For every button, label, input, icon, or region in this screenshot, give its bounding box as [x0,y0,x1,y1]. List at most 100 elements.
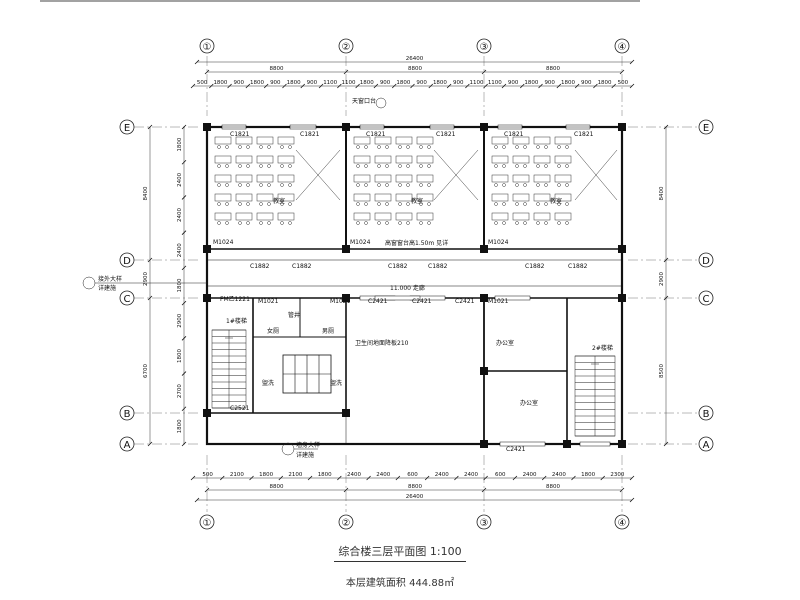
dim-left-inner-tick-0 [181,124,187,130]
chair-r2-4-3a [557,221,561,225]
dim-bottom-chain-label-14: 2300 [610,472,624,478]
dim-top-chain-label-13: 1800 [433,80,447,86]
dim-top-chain-label-6: 900 [307,80,318,86]
opening-c1882-a: C1882 [250,263,270,270]
dim-left-inner-label-4: 1800 [177,278,183,292]
chair-r2-1-2b [544,164,548,168]
desk-r0-1-1 [235,155,253,164]
dim-top-chain-tick-12 [410,83,415,89]
chair-r2-3-3a [557,202,561,206]
desk-r0-4-1 [235,212,253,221]
desk-r1-2-3 [416,174,434,183]
chair-r2-3-0b [502,202,506,206]
chair-r2-4-3b [565,221,569,225]
chair-r2-4-0a [494,221,498,225]
grid-label-v3-top: ③ [480,42,489,53]
dim-bottom-bays-label-2: 8800 [546,484,560,490]
chair-r1-3-3b [427,202,431,206]
chair-r0-2-1b [246,183,250,187]
chair-r0-1-2b [267,164,271,168]
chair-r2-1-2a [536,164,540,168]
room-men: 男厕 [322,328,334,335]
chair-r1-4-1b [385,221,389,225]
dim-top-chain-label-9: 1800 [360,80,374,86]
dim-bottom-chain-tick-8 [424,475,430,481]
opening-c2421-a: C2421 [368,298,388,305]
desk-r2-3-0 [491,193,509,202]
chair-r2-2-3b [565,183,569,187]
column-13 [342,409,350,417]
column-4 [203,245,211,253]
dim-bottom-chain-label-12: 2400 [552,472,566,478]
chair-r2-2-3a [557,183,561,187]
dim-left-inner-label-0: 1800 [177,137,183,151]
desk-r1-2-1 [374,174,392,183]
desk-r0-0-2 [256,136,274,145]
room-classroom-1: 教室 [273,197,285,205]
desk-r1-3-0 [353,193,371,202]
dim-bottom-bays-tick-3 [619,487,625,493]
grid-bubble-v4-bottom [614,514,630,530]
chair-r2-1-3a [557,164,561,168]
dim-top-chain-label-5: 1800 [287,80,301,86]
chair-r2-4-0b [502,221,506,225]
dim-top-chain-tick-16 [483,83,488,89]
chair-r0-3-2b [267,202,271,206]
window-bottom-1 [579,441,611,447]
dim-top-chain-label-14: 900 [453,80,464,86]
dim-top-chain-tick-2 [227,83,232,89]
chair-r0-3-1a [238,202,242,206]
desk-r2-0-1 [512,136,530,145]
dim-top-chain-tick-3 [245,83,251,89]
chair-r0-1-0b [225,164,229,168]
grid-bubble-D-right [698,252,714,268]
dim-bottom-chain-tick-6 [366,475,371,481]
opening-c2421-b: C2421 [412,298,432,305]
dim-top-chain-label-12: 900 [416,80,427,86]
chair-r2-1-3b [565,164,569,168]
dim-left-main-tick-2 [147,295,153,301]
dim-top-chain-tick-0 [190,83,196,89]
dim-top-chain-label-18: 1800 [524,80,538,86]
chair-r1-3-0b [364,202,368,206]
chair-r0-0-1b [246,145,250,149]
desk-r1-0-2 [395,136,413,145]
column-7 [618,245,626,253]
opening-c1821-a: C1821 [230,131,250,138]
column-16 [563,440,571,448]
opening-c1882-c: C1882 [388,263,408,270]
dim-top-bays-label-0: 8800 [270,66,284,72]
dim-bottom-chain-tick-7 [395,475,401,481]
desk-r1-4-2 [395,212,413,221]
grid-bubble-E-right [698,119,714,135]
dim-bottom-overall-tick-1 [629,497,635,503]
chair-r0-4-0b [225,221,229,225]
room-labels: 教室 教室 教室 办公室 办公室 1#楼梯 2#楼梯 女厕 男厕 盥洗 盥洗 管… [213,97,613,453]
chair-r0-3-3b [288,202,292,206]
chair-r1-3-1b [385,202,389,206]
dim-top-chain-tick-19 [538,83,543,89]
grid-label-A-left: A [124,440,131,451]
desk-r0-2-2 [256,174,274,183]
dim-top-chain-tick-11 [391,83,397,89]
dim-top-bays-label-2: 8800 [546,66,560,72]
dim-top-chain-label-8: 1100 [341,80,355,86]
dim-bottom-bays-tick-0 [204,487,210,493]
dim-top-chain-label-2: 900 [233,80,244,86]
chair-r2-3-3b [565,202,569,206]
chair-r1-1-2a [398,164,402,168]
desk-r2-0-0 [491,136,509,145]
dim-left-inner-tick-9 [181,441,187,447]
chair-r2-1-1b [523,164,527,168]
chair-r0-3-1b [246,202,250,206]
chair-r0-2-2a [259,183,263,187]
opening-c1821-b: C1821 [300,131,320,138]
dim-top-chain-tick-23 [611,83,616,89]
dim-top-bays-tick-0 [204,69,210,75]
chair-r2-4-1a [515,221,519,225]
room-stair-2: 2#楼梯 [592,344,613,352]
opening-c1821-e: C1821 [504,131,524,138]
dim-top-overall-label-0: 26400 [406,56,424,62]
